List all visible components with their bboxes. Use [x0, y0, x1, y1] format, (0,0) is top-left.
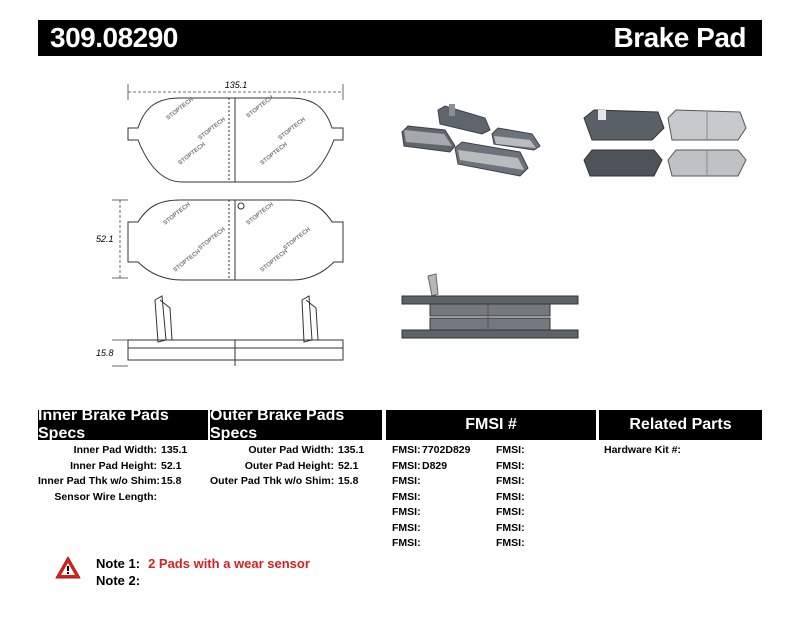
- pad-front-stamps: STOPTECH STOPTECH STOPTECH STOPTECH STOP…: [166, 95, 307, 167]
- spec-value: 52.1: [338, 459, 359, 472]
- fmsi-row: FMSI:: [496, 521, 592, 537]
- svg-text:STOPTECH: STOPTECH: [173, 249, 202, 274]
- fmsi-row: FMSI:: [392, 490, 492, 506]
- note-1-label: Note 1:: [96, 556, 141, 571]
- fmsi-row: FMSI:: [496, 505, 592, 521]
- thickness-dimension: [112, 339, 128, 367]
- spec-label: Inner Pad Width:: [73, 444, 157, 456]
- svg-text:STOPTECH: STOPTECH: [246, 95, 275, 120]
- width-dimension: [127, 84, 344, 100]
- spec-value: 52.1: [161, 459, 182, 472]
- related-parts-list: Hardware Kit #:: [604, 443, 760, 459]
- spec-value: 135.1: [161, 444, 188, 456]
- related-label: Hardware Kit #:: [604, 444, 682, 456]
- fmsi-label: FMSI:: [392, 506, 421, 518]
- note-2: Note 2:: [96, 573, 148, 588]
- spec-label: Outer Pad Width:: [248, 444, 334, 456]
- fmsi-label: FMSI:: [496, 444, 525, 456]
- width-dim-label: 135.1: [225, 80, 248, 90]
- pad-back-stamps: STOPTECH STOPTECH STOPTECH STOPTECH STOP…: [163, 202, 312, 274]
- fmsi-value: 7702D829: [422, 444, 471, 456]
- fmsi-label: FMSI:: [496, 459, 525, 472]
- note-1: Note 1: 2 Pads with a wear sensor: [96, 556, 310, 571]
- height-dimension: [112, 199, 128, 279]
- fmsi-row: FMSI:7702D829: [392, 443, 492, 459]
- spec-label: Outer Pad Height:: [244, 459, 334, 472]
- fmsi-label: FMSI:: [392, 475, 421, 487]
- spec-row: Outer Pad Height: 52.1: [210, 459, 382, 475]
- related-parts-header: Related Parts: [599, 410, 762, 440]
- inner-specs-header: Inner Brake Pads Specs: [38, 407, 208, 442]
- spec-row: Outer Pad Width: 135.1: [210, 443, 382, 459]
- product-photo-side-profile: [401, 273, 579, 339]
- fmsi-value: D829: [422, 459, 448, 472]
- fmsi-label: FMSI:: [392, 490, 421, 503]
- title-bar: 309.08290 Brake Pad: [38, 20, 762, 56]
- fmsi-row: FMSI:: [392, 521, 492, 537]
- spec-row: Inner Pad Height: 52.1: [38, 459, 208, 475]
- pad-back-view: [127, 199, 344, 281]
- svg-text:STOPTECH: STOPTECH: [166, 97, 195, 122]
- fmsi-row: FMSI:: [496, 443, 592, 459]
- svg-text:STOPTECH: STOPTECH: [246, 202, 275, 227]
- outer-specs-header: Outer Brake Pads Specs: [210, 407, 382, 442]
- svg-text:STOPTECH: STOPTECH: [278, 117, 307, 142]
- fmsi-row: FMSI:: [496, 474, 592, 490]
- svg-text:STOPTECH: STOPTECH: [260, 249, 289, 274]
- svg-text:STOPTECH: STOPTECH: [178, 142, 207, 167]
- fmsi-label: FMSI:: [496, 521, 525, 534]
- fmsi-label: FMSI:: [392, 537, 421, 549]
- pad-side-view: [127, 295, 344, 366]
- fmsi-label: FMSI:: [496, 475, 525, 487]
- fmsi-label: FMSI:: [496, 490, 525, 503]
- note-2-label: Note 2:: [96, 573, 141, 588]
- spec-value: 15.8: [161, 475, 182, 487]
- spec-label: Inner Pad Height:: [70, 459, 157, 472]
- product-photo-pad-set: [401, 104, 541, 177]
- fmsi-label: FMSI:: [392, 444, 421, 456]
- fmsi-row: FMSI:: [392, 474, 492, 490]
- svg-text:STOPTECH: STOPTECH: [198, 117, 227, 142]
- fmsi-row: FMSI:D829: [392, 459, 492, 475]
- inner-specs-list: Inner Pad Width: 135.1 Inner Pad Height:…: [38, 443, 208, 505]
- fmsi-label: FMSI:: [496, 537, 525, 549]
- fmsi-row: FMSI:: [392, 536, 492, 552]
- product-type: Brake Pad: [613, 22, 747, 53]
- pad-front-view: [127, 97, 344, 183]
- spec-label: Outer Pad Thk w/o Shim:: [210, 475, 335, 487]
- svg-text:STOPTECH: STOPTECH: [163, 202, 192, 227]
- spec-label: Inner Pad Thk w/o Shim:: [38, 475, 160, 487]
- spec-row: Inner Pad Width: 135.1: [38, 443, 208, 459]
- spec-row: Outer Pad Thk w/o Shim: 15.8: [210, 474, 382, 490]
- spec-row: Sensor Wire Length:: [38, 490, 208, 506]
- fmsi-label: FMSI:: [392, 459, 421, 472]
- thickness-dim-label: 15.8: [96, 348, 114, 358]
- fmsi-row: FMSI:: [496, 459, 592, 475]
- fmsi-row: FMSI:: [496, 536, 592, 552]
- fmsi-list-right: FMSI: FMSI: FMSI: FMSI: FMSI: FMSI: FMSI…: [496, 443, 592, 552]
- warning-icon: [55, 556, 81, 579]
- spec-value: 135.1: [338, 444, 365, 456]
- fmsi-row: FMSI:: [496, 490, 592, 506]
- note-1-text: 2 Pads with a wear sensor: [148, 556, 310, 571]
- technical-drawing: 135.1 STOPTECH STOPTECH STOPTECH STOPTEC…: [96, 80, 747, 367]
- svg-text:STOPTECH: STOPTECH: [283, 227, 312, 252]
- svg-text:STOPTECH: STOPTECH: [260, 142, 289, 167]
- svg-text:STOPTECH: STOPTECH: [198, 227, 227, 252]
- height-dim-label: 52.1: [96, 234, 114, 244]
- fmsi-list-left: FMSI:7702D829 FMSI:D829 FMSI: FMSI: FMSI…: [392, 443, 492, 552]
- part-number: 309.08290: [50, 22, 178, 53]
- fmsi-row: FMSI:: [392, 505, 492, 521]
- spec-row: Inner Pad Thk w/o Shim: 15.8: [38, 474, 208, 490]
- fmsi-header: FMSI #: [386, 410, 596, 440]
- spec-value: 15.8: [338, 475, 359, 487]
- fmsi-label: FMSI:: [496, 506, 525, 518]
- related-row: Hardware Kit #:: [604, 443, 760, 459]
- fmsi-label: FMSI:: [392, 521, 421, 534]
- spec-label: Sensor Wire Length:: [54, 490, 157, 503]
- outer-specs-list: Outer Pad Width: 135.1 Outer Pad Height:…: [210, 443, 382, 490]
- product-photo-pad-faces: [583, 109, 747, 177]
